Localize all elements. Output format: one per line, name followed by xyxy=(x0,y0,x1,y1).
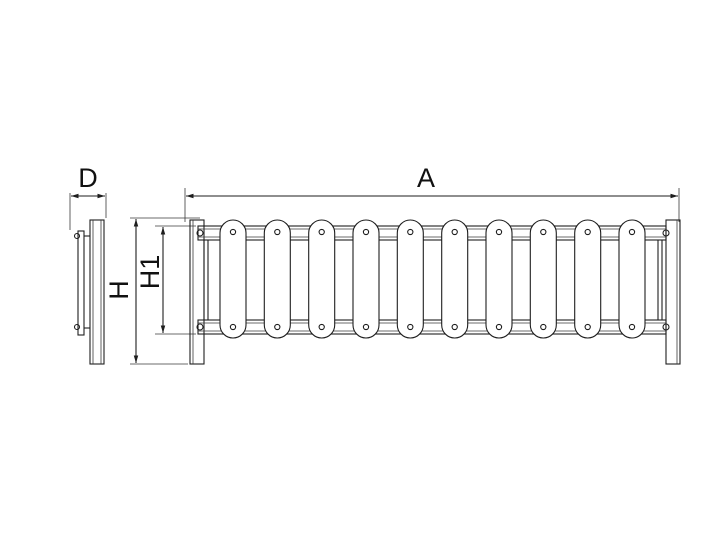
plank xyxy=(441,219,469,339)
bolt-head-icon xyxy=(628,228,636,236)
bolt-head-icon xyxy=(73,232,81,240)
right-post xyxy=(665,219,681,365)
left-post xyxy=(189,219,205,365)
bolt-head-icon xyxy=(274,323,281,331)
plank xyxy=(574,219,602,339)
plank xyxy=(308,219,336,339)
bolt-head-icon xyxy=(229,228,237,236)
dimension-label-h: H xyxy=(104,280,134,300)
side-plank xyxy=(77,230,85,336)
bolt-head-icon xyxy=(362,323,370,331)
plank xyxy=(396,219,424,339)
bolt-head-icon xyxy=(495,323,503,331)
dimension-h: H xyxy=(104,217,200,365)
side-post xyxy=(89,219,105,365)
bolt-head-icon xyxy=(196,323,204,331)
dimension-label-a: A xyxy=(417,163,435,193)
side-view xyxy=(73,219,105,365)
bolt-head-icon xyxy=(196,229,204,237)
bolt-head-icon xyxy=(73,323,81,331)
bottom-rail xyxy=(197,319,667,335)
dimension-label-h1: H1 xyxy=(135,255,165,290)
plank xyxy=(485,219,513,339)
dimension-h1: H1 xyxy=(135,225,196,335)
bolt-head-icon xyxy=(451,228,458,236)
bolt-head-icon xyxy=(274,228,281,236)
front-view xyxy=(189,219,681,365)
bolt-head-icon xyxy=(662,229,670,237)
plank xyxy=(219,219,247,339)
plank-group xyxy=(219,219,646,339)
bolt-head-icon xyxy=(362,228,370,236)
bolt-head-icon xyxy=(584,323,591,331)
plank xyxy=(529,219,557,339)
top-rail xyxy=(197,225,667,241)
plank xyxy=(618,219,646,339)
bolt-head-icon xyxy=(407,228,414,236)
dimension-d: D xyxy=(69,163,107,230)
plank xyxy=(352,219,380,339)
bolt-head-icon xyxy=(495,228,503,236)
bolt-head-icon xyxy=(229,323,237,331)
bolt-head-icon xyxy=(662,323,670,331)
bolt-head-icon xyxy=(540,323,547,331)
dimension-a: A xyxy=(184,163,680,222)
bolt-head-icon xyxy=(318,323,325,331)
bolt-head-icon xyxy=(628,323,636,331)
bolt-head-icon xyxy=(540,228,547,236)
plank xyxy=(263,219,291,339)
bolt-head-icon xyxy=(318,228,325,236)
bolt-head-icon xyxy=(407,323,414,331)
bolt-head-icon xyxy=(584,228,591,236)
dimension-label-d: D xyxy=(78,163,98,193)
bolt-head-icon xyxy=(451,323,458,331)
